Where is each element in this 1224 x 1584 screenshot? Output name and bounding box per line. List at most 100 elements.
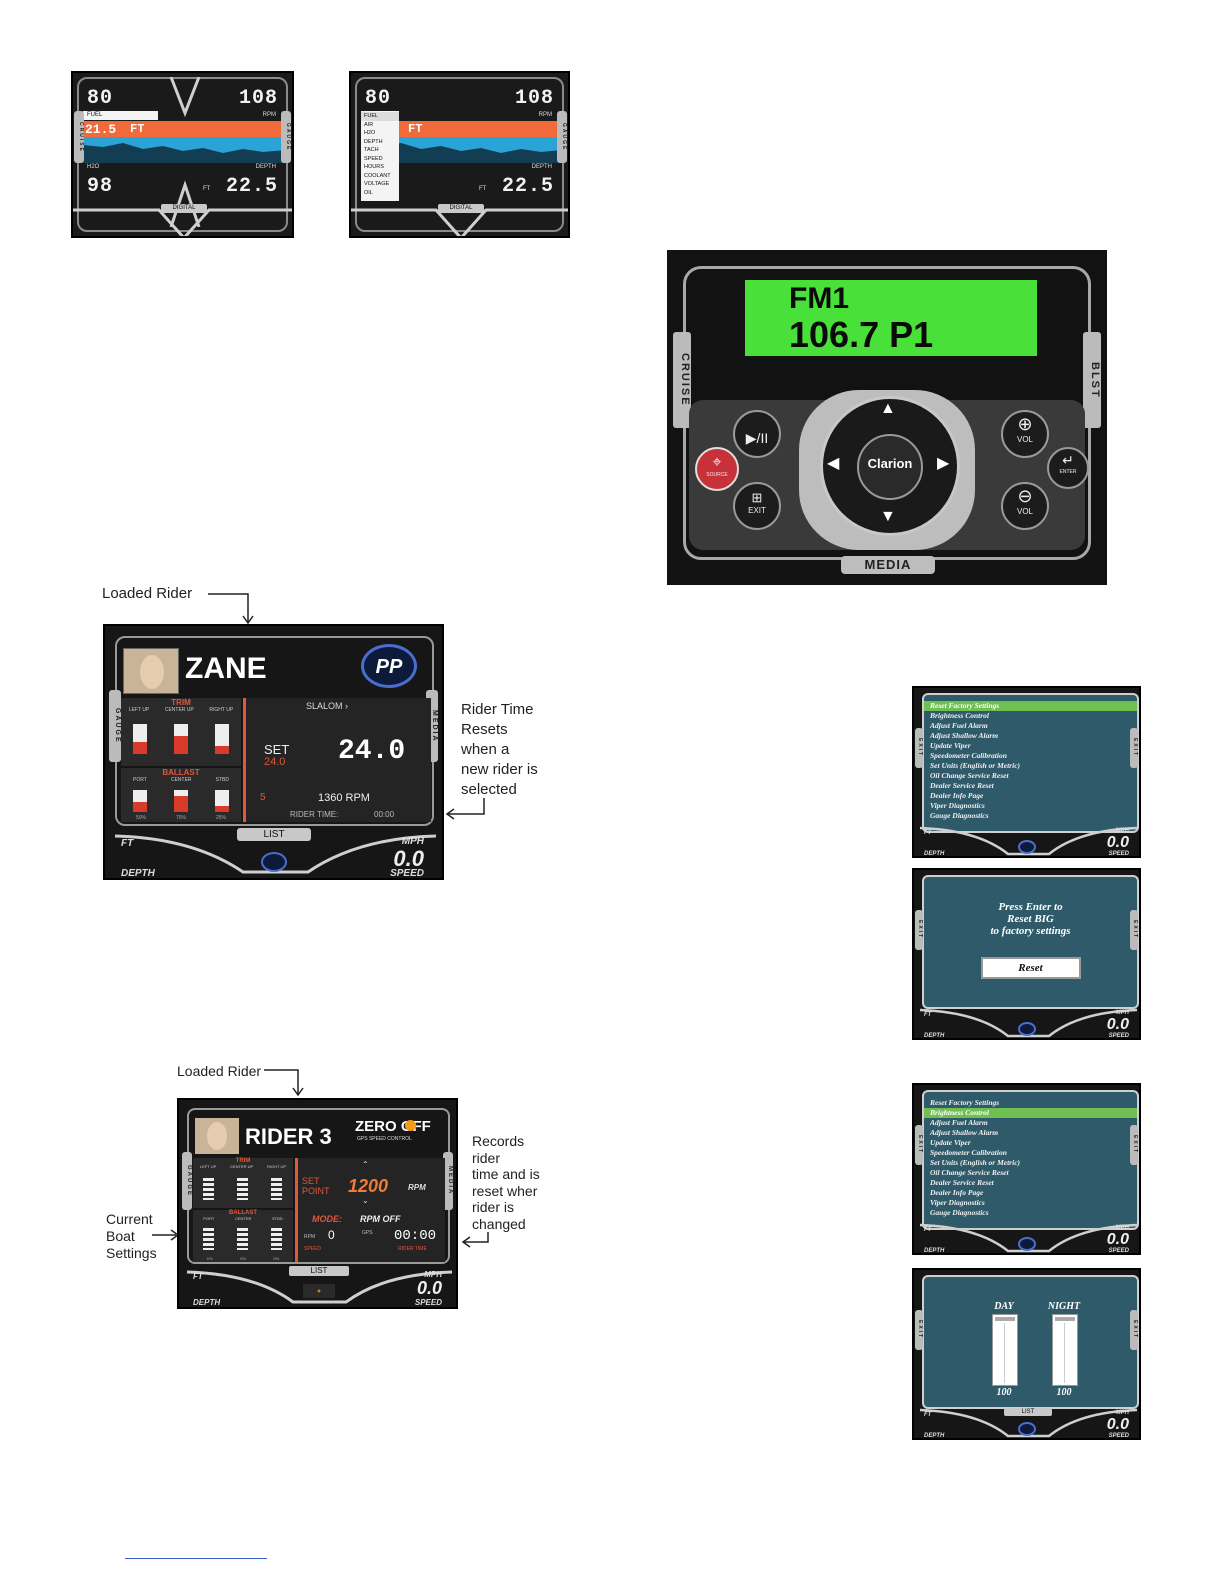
night-label: NIGHT bbox=[1047, 1301, 1081, 1312]
gauge-menu-item[interactable]: H2O bbox=[364, 130, 376, 136]
menu-item-gauge-diag[interactable]: Gauge Diagnostics bbox=[930, 811, 989, 820]
right-tab[interactable]: GAUGE bbox=[281, 111, 291, 163]
gauge-menu-item[interactable]: TACH bbox=[364, 147, 379, 153]
media-tab[interactable]: MEDIA bbox=[841, 556, 935, 574]
left-tab[interactable]: CRUISE bbox=[74, 111, 84, 163]
setpoint-down-icon[interactable]: ⌄ bbox=[362, 1196, 369, 1205]
list-button[interactable]: LIST bbox=[1004, 1408, 1052, 1416]
menu-item-speedometer[interactable]: Speedometer Calibration bbox=[930, 751, 1007, 760]
cruise-tab[interactable]: CRUISE bbox=[673, 332, 691, 428]
menu-item-dealer-service[interactable]: Dealer Service Reset bbox=[930, 1178, 994, 1187]
trim-gauge[interactable] bbox=[133, 724, 147, 754]
exit-tab-left[interactable]: EXIT bbox=[915, 910, 923, 950]
blst-tab[interactable]: BLST bbox=[1083, 332, 1101, 428]
source-button[interactable]: ⌖ SOURCE bbox=[695, 447, 739, 491]
menu-item-viper-diag[interactable]: Viper Diagnostics bbox=[930, 1198, 985, 1207]
menu-item-oil-change[interactable]: Oil Change Service Reset bbox=[930, 771, 1009, 780]
trim-gauge[interactable] bbox=[237, 1178, 248, 1200]
trim-gauge[interactable] bbox=[203, 1178, 214, 1200]
up-arrow-icon[interactable]: ▲ bbox=[880, 400, 896, 417]
menu-item-units[interactable]: Set Units (English or Metric) bbox=[930, 761, 1021, 770]
digital-mode-button[interactable]: DIGITAL bbox=[161, 204, 207, 213]
gauge-menu-item[interactable]: COOLANT bbox=[364, 172, 391, 179]
menu-item-fuel-alarm[interactable]: Adjust Fuel Alarm bbox=[930, 1118, 988, 1127]
exit-tab-left[interactable]: EXIT bbox=[915, 728, 923, 768]
right-arrow-icon[interactable]: ▶ bbox=[937, 455, 950, 472]
speed-value: 0.0 bbox=[1106, 1231, 1129, 1248]
left-arrow-icon[interactable]: ◀ bbox=[827, 455, 840, 472]
day-slider[interactable] bbox=[992, 1314, 1018, 1386]
gauge-menu-item[interactable]: OIL bbox=[364, 189, 373, 196]
exit-tab-right[interactable]: EXIT bbox=[1130, 728, 1138, 768]
exit-tab-right[interactable]: EXIT bbox=[1130, 1125, 1138, 1165]
ballast-gauge[interactable] bbox=[133, 790, 147, 812]
ballast-gauge[interactable] bbox=[215, 790, 229, 812]
menu-item-update-viper[interactable]: Update Viper bbox=[930, 741, 971, 750]
media-tab[interactable]: MEDIA bbox=[443, 1152, 453, 1210]
night-slider[interactable] bbox=[1052, 1314, 1078, 1386]
exit-tab-right[interactable]: EXIT bbox=[1130, 910, 1138, 950]
day-slider-handle[interactable] bbox=[995, 1317, 1015, 1321]
mode-value[interactable]: RPM OFF bbox=[360, 1214, 401, 1224]
menu-item-reset-factory[interactable]: Reset Factory Settings bbox=[930, 1098, 1000, 1107]
menu-item-update-viper[interactable]: Update Viper bbox=[930, 1138, 971, 1147]
gauge-tab[interactable]: GAUGE bbox=[109, 690, 121, 762]
menu-item-brightness[interactable]: Brightness Control bbox=[924, 1108, 1137, 1118]
trim-gauge[interactable] bbox=[174, 724, 188, 754]
footnote-rule bbox=[125, 1558, 267, 1559]
gauge-menu-item[interactable]: SPEED bbox=[364, 155, 383, 162]
trim-label: CENTER UP bbox=[164, 707, 194, 713]
ballast-gauge[interactable] bbox=[237, 1228, 248, 1250]
play-pause-button[interactable]: ▶/II bbox=[733, 410, 781, 458]
reset-button[interactable]: Reset bbox=[980, 957, 1081, 979]
digital-mode-button[interactable]: DIGITAL bbox=[438, 204, 484, 213]
exit-button[interactable]: ⊞ EXIT bbox=[733, 482, 781, 530]
gauge-menu-item[interactable]: AIR bbox=[364, 121, 374, 128]
night-slider-handle[interactable] bbox=[1055, 1317, 1075, 1321]
menu-item-gauge-diag[interactable]: Gauge Diagnostics bbox=[930, 1208, 989, 1217]
ballast-gauge[interactable] bbox=[271, 1228, 282, 1250]
vol-up-button[interactable]: ⊕ VOL bbox=[1001, 410, 1049, 458]
gauge-menu-item[interactable]: VOLTAGE bbox=[364, 181, 390, 187]
speed-label: SPEED bbox=[390, 868, 424, 879]
gauge-menu-item[interactable]: DEPTH bbox=[364, 138, 383, 145]
vol-down-button[interactable]: ⊖ VOL bbox=[1001, 482, 1049, 530]
exit-tab-left[interactable]: EXIT bbox=[915, 1125, 923, 1165]
menu-item-dealer-service[interactable]: Dealer Service Reset bbox=[930, 781, 994, 790]
menu-item-viper-diag[interactable]: Viper Diagnostics bbox=[930, 801, 985, 810]
speed-display: 24.0 bbox=[338, 736, 406, 767]
list-button[interactable]: LIST bbox=[289, 1266, 349, 1276]
menu-item-fuel-alarm[interactable]: Adjust Fuel Alarm bbox=[930, 721, 988, 730]
ballast-gauge[interactable] bbox=[203, 1228, 214, 1250]
trim-gauge[interactable] bbox=[271, 1178, 282, 1200]
menu-item-oil-change[interactable]: Oil Change Service Reset bbox=[930, 1168, 1009, 1177]
right-tab[interactable]: GAUGE bbox=[557, 111, 567, 163]
menu-item-reset-factory[interactable]: Reset Factory Settings bbox=[924, 701, 1137, 711]
gauge-menu-item[interactable]: HOURS bbox=[364, 164, 384, 170]
depth-label: DEPTH bbox=[924, 851, 945, 857]
center-button[interactable] bbox=[857, 434, 923, 500]
trim-gauge[interactable] bbox=[215, 724, 229, 754]
gauge-menu-item[interactable]: FUEL bbox=[361, 112, 399, 121]
ballast-title: BALLAST bbox=[162, 768, 200, 777]
exit-tab-left[interactable]: EXIT bbox=[915, 1310, 923, 1350]
exit-tab-right[interactable]: EXIT bbox=[1130, 1310, 1138, 1350]
menu-item-dealer-info[interactable]: Dealer Info Page bbox=[930, 1188, 984, 1197]
menu-item-shallow-alarm[interactable]: Adjust Shallow Alarm bbox=[930, 731, 999, 740]
ballast-gauge[interactable] bbox=[174, 790, 188, 812]
menu-item-brightness[interactable]: Brightness Control bbox=[930, 711, 989, 720]
down-arrow-icon[interactable]: ▼ bbox=[880, 508, 896, 525]
speed-label: SPEED bbox=[414, 1298, 442, 1307]
fuel-label-box[interactable] bbox=[83, 111, 158, 120]
enter-button[interactable]: ↵ ENTER bbox=[1047, 447, 1089, 489]
menu-item-dealer-info[interactable]: Dealer Info Page bbox=[930, 791, 984, 800]
list-button[interactable]: LIST bbox=[237, 828, 311, 841]
menu-item-units[interactable]: Set Units (English or Metric) bbox=[930, 1158, 1021, 1167]
depth-label: DEPTH bbox=[924, 1248, 945, 1254]
setpoint-up-icon[interactable]: ⌃ bbox=[362, 1160, 369, 1169]
menu-item-speedometer[interactable]: Speedometer Calibration bbox=[930, 1148, 1007, 1157]
mode-label[interactable]: SLALOM › bbox=[306, 701, 349, 711]
menu-item-shallow-alarm[interactable]: Adjust Shallow Alarm bbox=[930, 1128, 999, 1137]
gauge-select-menu[interactable]: FUEL AIR H2O DEPTH TACH SPEED HOURS COOL… bbox=[361, 111, 399, 201]
gauge-tab[interactable]: GAUGE bbox=[182, 1152, 192, 1210]
